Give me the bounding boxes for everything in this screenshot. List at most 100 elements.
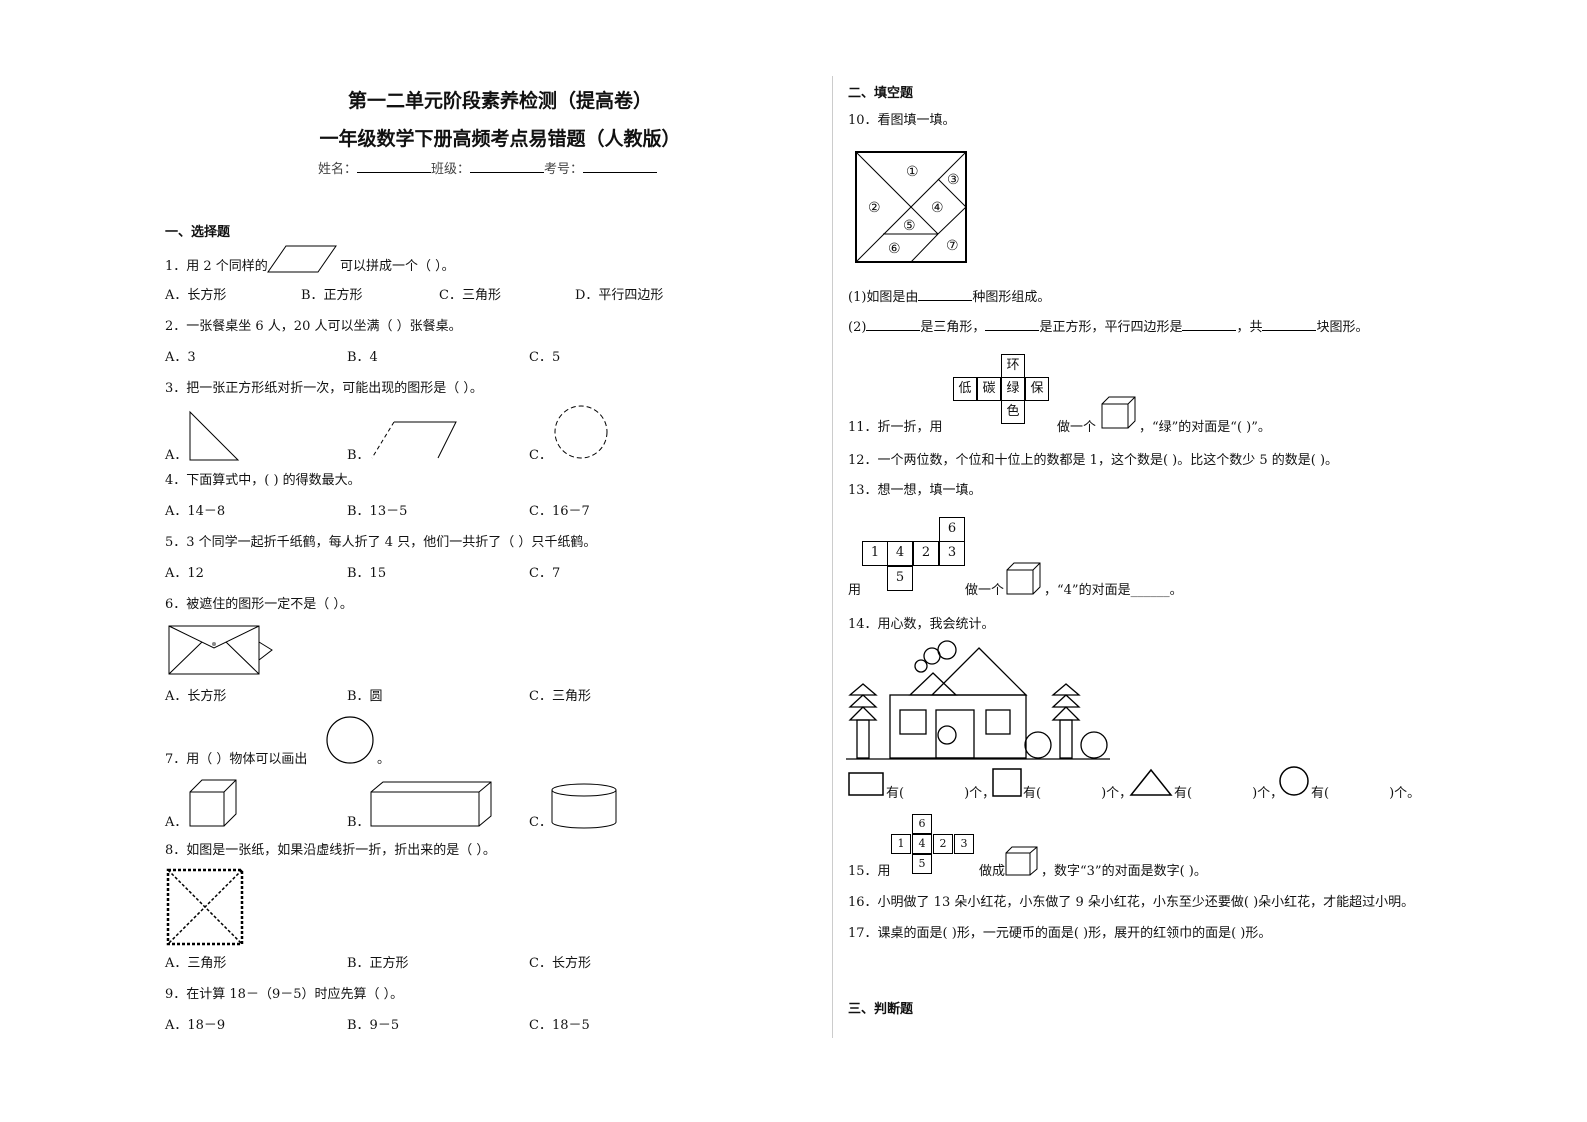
- q10-blank-1[interactable]: [918, 288, 973, 301]
- folding-paper-figure: [166, 868, 244, 946]
- q14-you-4: 有(: [1311, 786, 1330, 801]
- dashed-parallelogram-figure: [371, 421, 457, 459]
- column-divider: [832, 76, 833, 1038]
- q9-stem: 9．在计算 18－（9－5）时应先算（ ）。: [165, 987, 404, 1002]
- q11-stem-mid: 做一个: [1057, 420, 1097, 435]
- net11-cell-1: 低: [953, 377, 977, 401]
- id-label: 考号：: [544, 162, 584, 177]
- net11-cell-4: 保: [1025, 377, 1049, 401]
- q10-blank-4[interactable]: [1182, 318, 1237, 331]
- q14-stem: 14．用心数，我会统计。: [848, 617, 995, 632]
- tangram-label-4: ④: [931, 200, 944, 216]
- q10-sub2: (2)是三角形，是正方形，平行四边形是，共块图形。: [848, 318, 1368, 336]
- q1-option-c[interactable]: C．三角形: [439, 288, 501, 303]
- net11-cell-bottom: 色: [1001, 400, 1025, 424]
- q6-option-a[interactable]: A．长方形: [165, 689, 227, 704]
- q3-option-a[interactable]: A．: [165, 448, 188, 463]
- class-field[interactable]: [470, 160, 545, 173]
- q7-option-a[interactable]: A．: [165, 815, 188, 830]
- q5-option-c[interactable]: C．7: [529, 566, 561, 581]
- q4-option-a[interactable]: A．14－8: [165, 504, 226, 519]
- q2-option-a[interactable]: A．3: [165, 350, 196, 365]
- q13-stem-post: ，“4”的对面是______。: [1044, 583, 1183, 598]
- net15-cell-1: 1: [891, 834, 911, 854]
- q6-option-b[interactable]: B．圆: [347, 689, 383, 704]
- q2-option-c[interactable]: C．5: [529, 350, 561, 365]
- q5-option-a[interactable]: A．12: [165, 566, 204, 581]
- q1-option-a[interactable]: A．长方形: [165, 288, 227, 303]
- section-judge-title: 三、判断题: [848, 1002, 914, 1017]
- q7-stem-post: 。: [377, 752, 391, 767]
- name-label: 姓名：: [318, 162, 358, 177]
- q9-option-a[interactable]: A．18－9: [165, 1018, 226, 1033]
- q5-stem: 5．3 个同学一起折千纸鹤，每人折了 4 只，他们一共折了（ ）只千纸鹤。: [165, 535, 597, 550]
- q12-stem: 12．一个两位数，个位和十位上的数都是 1，这个数是( )。比这个数少 5 的数…: [848, 453, 1339, 468]
- q6-option-c[interactable]: C．三角形: [529, 689, 591, 704]
- q2-option-b[interactable]: B．4: [347, 350, 378, 365]
- q8-option-a[interactable]: A．三角形: [165, 956, 227, 971]
- net11-cell-3: 绿: [1001, 377, 1025, 401]
- q14-count-triangle: 有()个，: [1174, 786, 1283, 802]
- q10-sub1-pre: (1)如图是由: [848, 290, 919, 305]
- tangram-label-7: ⑦: [946, 238, 959, 254]
- q15-stem-pre: 15．用: [848, 864, 891, 879]
- net15-cell-5: 5: [912, 854, 932, 874]
- q8-stem: 8．如图是一张纸，如果沿虚线折一折，折出来的是（ ）。: [165, 843, 496, 858]
- triangle-shape-icon: [1129, 768, 1173, 796]
- q10-sub1: (1)如图是由 种图形组成。: [848, 288, 1050, 306]
- cylinder-figure: [551, 783, 617, 829]
- q15-stem-mid: 做成: [979, 864, 1006, 879]
- tangram-label-2: ②: [868, 200, 881, 216]
- q10-sub2-b: 是三角形，: [920, 320, 986, 335]
- q10-blank-3[interactable]: [985, 318, 1040, 331]
- house-scene-figure: [846, 640, 1110, 760]
- q1-option-d[interactable]: D．平行四边形: [575, 288, 664, 303]
- q4-option-b[interactable]: B．13－5: [347, 504, 408, 519]
- q8-option-b[interactable]: B．正方形: [347, 956, 409, 971]
- q1-option-b[interactable]: B．正方形: [301, 288, 363, 303]
- q3-stem: 3．把一张正方形纸对折一次，可能出现的图形是（ ）。: [165, 381, 483, 396]
- q10-sub2-c: 是正方形，平行四边形是: [1039, 320, 1183, 335]
- q14-you-2: 有(: [1023, 786, 1042, 801]
- q3-option-c[interactable]: C．: [529, 448, 552, 463]
- tangram-label-3: ③: [947, 172, 960, 188]
- q10-sub2-e: 块图形。: [1316, 320, 1369, 335]
- id-field[interactable]: [583, 160, 658, 173]
- page-title: 第一二单元阶段素养检测（提高卷）: [347, 90, 652, 112]
- q3-option-b[interactable]: B．: [347, 448, 370, 463]
- q10-sub1-post: 种图形组成。: [972, 290, 1051, 305]
- q1-stem-post: 可以拼成一个（ ）。: [340, 259, 455, 274]
- q7-option-b[interactable]: B．: [347, 815, 370, 830]
- name-field[interactable]: [357, 160, 432, 173]
- circle-shape-icon: [1279, 766, 1309, 796]
- net13-cell-5: 5: [887, 566, 913, 591]
- q8-option-c[interactable]: C．长方形: [529, 956, 591, 971]
- section-choice-title: 一、选择题: [165, 225, 231, 240]
- q4-option-c[interactable]: C．16－7: [529, 504, 590, 519]
- net15-cell-4: 4: [912, 834, 932, 854]
- q14-ge-2: )个，: [1101, 786, 1133, 801]
- q9-option-b[interactable]: B．9－5: [347, 1018, 400, 1033]
- q14-ge-3: )个，: [1252, 786, 1284, 801]
- q14-ge-4: )个。: [1389, 786, 1421, 801]
- tangram-figure: [855, 151, 967, 263]
- q10-sub2-d: ，共: [1236, 320, 1263, 335]
- page-subtitle: 一年级数学下册高频考点易错题（人教版）: [319, 128, 681, 150]
- q9-option-c[interactable]: C．18－5: [529, 1018, 590, 1033]
- q10-blank-2[interactable]: [866, 318, 921, 331]
- q7-option-c[interactable]: C．: [529, 815, 552, 830]
- q1-stem-pre: 1．用 2 个同样的: [165, 259, 268, 274]
- q15-cube-figure: [1005, 846, 1038, 876]
- q14-count-circle: 有( )个。: [1311, 786, 1420, 802]
- q5-option-b[interactable]: B．15: [347, 566, 387, 581]
- net15-cell-2: 2: [933, 834, 953, 854]
- q11-cube-figure: [1101, 396, 1136, 429]
- q10-blank-5[interactable]: [1262, 318, 1317, 331]
- section-fill-title: 二、填空题: [848, 86, 914, 101]
- net11-cell-2: 碳: [977, 377, 1001, 401]
- net13-cell-6: 6: [939, 517, 965, 542]
- q2-stem: 2．一张餐桌坐 6 人，20 人可以坐满（ ）张餐桌。: [165, 319, 462, 334]
- net13-cell-1: 1: [862, 541, 888, 566]
- triangle-figure: [189, 410, 240, 461]
- q14-count-square: 有( )个，: [1023, 786, 1132, 802]
